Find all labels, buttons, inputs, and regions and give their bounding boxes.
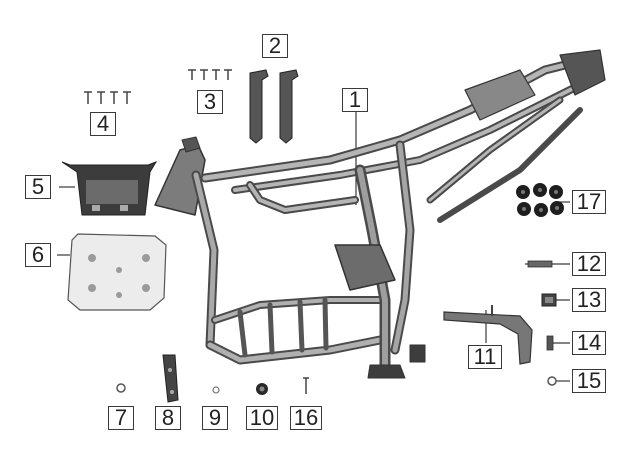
part-2-brackets [249,69,299,144]
callout-4: 4 [90,112,116,136]
part-15-washer [547,376,557,386]
callout-17: 17 [572,190,606,214]
callout-15: 15 [572,369,606,393]
part-8-bracket [162,354,179,403]
callout-1: 1 [342,88,368,112]
part-12-pin [527,260,553,268]
part-1-frame [154,49,606,379]
callout-5: 5 [25,175,51,199]
part-16-screw [303,377,309,394]
callout-3: 3 [197,90,223,114]
part-9-washer [212,386,220,394]
callout-14: 14 [572,331,606,355]
part-13-clip [541,293,557,307]
callout-9: 9 [202,406,228,430]
part-11-side-stand [443,305,533,365]
callout-6: 6 [25,243,51,267]
callout-13: 13 [572,288,606,312]
part-10-nut [256,383,268,395]
part-3-bolts [188,69,232,80]
part-4-bolts [84,91,131,104]
part-14-bolt [546,335,554,351]
part-17-grommets [516,183,564,217]
callout-7: 7 [108,406,134,430]
part-7-washer [116,383,126,393]
callout-12: 12 [572,252,606,276]
part-5-bracket [61,161,158,216]
callout-8: 8 [155,406,181,430]
callout-2: 2 [262,34,288,58]
callout-11: 11 [468,345,502,369]
callout-16: 16 [290,406,322,430]
callout-10: 10 [246,406,278,430]
part-6-skid-plate [67,233,167,311]
